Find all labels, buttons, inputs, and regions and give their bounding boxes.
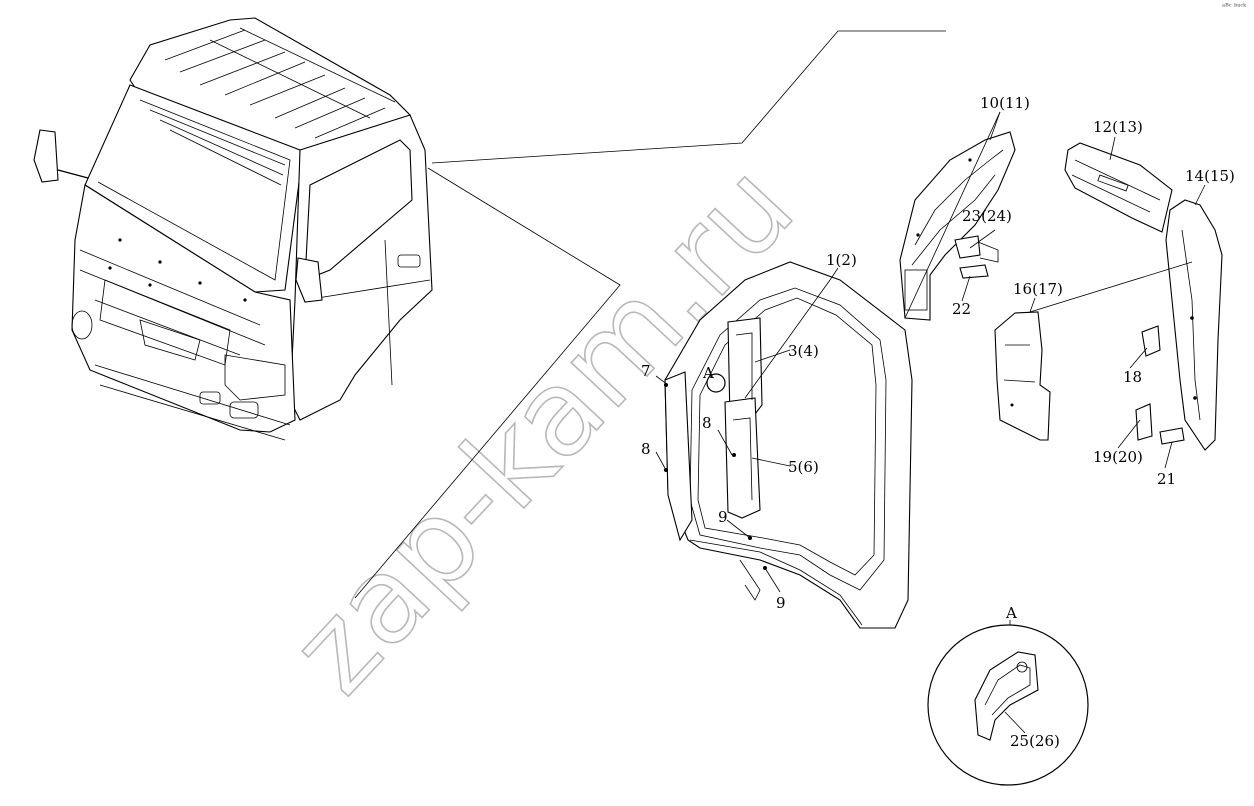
callout-9: 9 [776, 594, 786, 612]
leader-lines [655, 111, 1206, 734]
cab-assembly [33, 17, 433, 441]
callout-22: 22 [952, 300, 971, 318]
detail-view-label: A [1005, 604, 1017, 622]
door-frame-assembly [664, 261, 913, 629]
callout-9: 9 [718, 508, 728, 526]
explode-line [431, 30, 946, 164]
callout-10: 10(11) [980, 94, 1030, 112]
callout-5: 5(6) [788, 458, 819, 476]
callout-1: 1(2) [826, 251, 857, 269]
part-18 [1141, 325, 1161, 357]
part-12 [1064, 142, 1173, 233]
callout-8: 8 [641, 440, 651, 458]
callout-16: 16(17) [1013, 280, 1063, 298]
callout-18: 18 [1123, 368, 1142, 386]
callout-14: 14(15) [1185, 167, 1235, 185]
part-19 [1135, 403, 1153, 441]
callout-19: 19(20) [1093, 448, 1143, 466]
callout-3: 3(4) [788, 342, 819, 360]
part-23 [954, 235, 999, 263]
part-22 [959, 264, 989, 279]
callout-23: 23(24) [962, 207, 1012, 225]
part-14 [1165, 199, 1223, 451]
corner-mark: ᵃᴮᶜ ᵇᵃᶜᵏ [1222, 2, 1247, 11]
part-21 [1159, 427, 1185, 445]
detail-view-a [927, 624, 1089, 786]
callout-7: 7 [641, 362, 651, 380]
callout-21: 21 [1157, 470, 1176, 488]
part-10 [899, 131, 1016, 321]
callout-25: 25(26) [1010, 732, 1060, 750]
callouts: 1(2) 3(4) 5(6) 7 A 8 8 9 9 10(11) 12(13)… [641, 94, 1235, 750]
explode-line [354, 167, 621, 599]
callout-8: 8 [702, 414, 712, 432]
callout-a-marker: A [702, 364, 714, 382]
part-16 [994, 311, 1051, 441]
callout-12: 12(13) [1093, 118, 1143, 136]
